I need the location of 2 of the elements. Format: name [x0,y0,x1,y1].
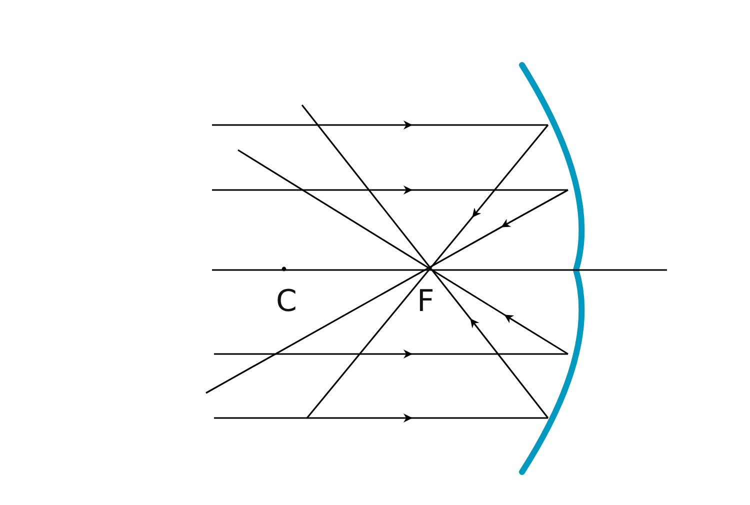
point-label: C [276,286,297,318]
point-label: F [417,286,434,318]
